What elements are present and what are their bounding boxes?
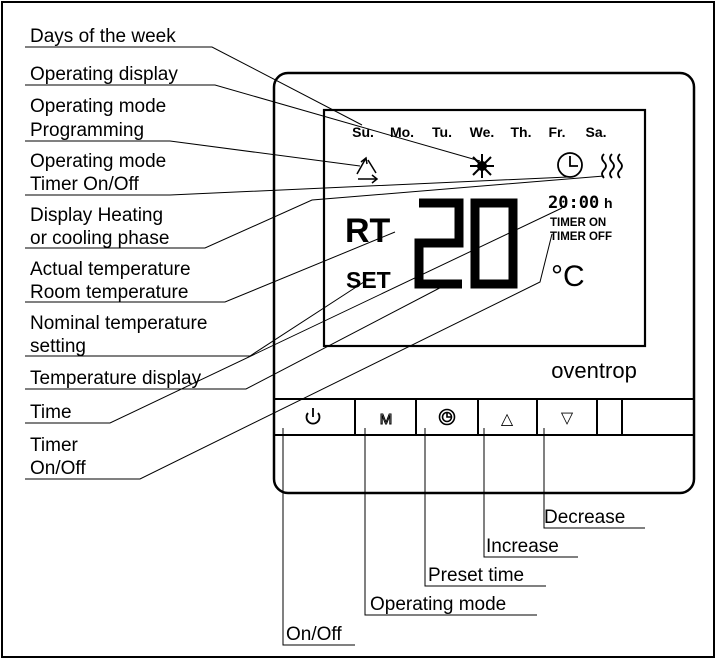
unit-celsius: °C	[551, 260, 585, 293]
callout-programming: Programming	[30, 120, 144, 141]
callout-days-of-week: Days of the week	[30, 26, 176, 47]
rt-indicator: RT	[345, 212, 391, 250]
bottom-leader-lines	[282, 428, 645, 646]
digit-two	[414, 198, 464, 289]
callout-timer: Timer	[30, 435, 79, 456]
callout-nominal-temperature: Nominal temperature	[30, 313, 207, 334]
callout-operating-mode-button: Operating mode	[370, 594, 506, 615]
heating-icon	[601, 153, 623, 179]
left-leader-lines	[25, 46, 605, 480]
sun-icon	[470, 154, 494, 178]
increase-button[interactable]: △	[501, 409, 514, 428]
day-label: Su.	[352, 124, 374, 140]
callout-on-off: On/Off	[30, 458, 86, 479]
up-triangle-icon: △	[501, 409, 514, 428]
digit-zero	[470, 198, 518, 289]
callout-operating-display: Operating display	[30, 64, 178, 85]
timer-clock-icon	[557, 152, 583, 178]
lcd-screen	[322, 108, 647, 348]
day-label: We.	[470, 124, 495, 140]
programming-icon	[356, 156, 379, 184]
day-label: Mo.	[390, 124, 414, 140]
clock-icon	[438, 408, 456, 426]
callout-timer-on-off: Timer On/Off	[30, 174, 139, 195]
bottom-callouts: Decrease Increase Preset time Operating …	[286, 507, 625, 645]
down-triangle-icon: ▽	[561, 408, 574, 427]
preset-time-button[interactable]	[438, 408, 456, 426]
left-callouts: Days of the week Operating display Opera…	[30, 26, 207, 479]
callout-preset-time: Preset time	[428, 565, 524, 586]
time-suffix: h	[604, 195, 613, 211]
timer-off-indicator: TIMER OFF	[550, 231, 612, 243]
power-icon	[305, 412, 321, 425]
callout-time: Time	[30, 402, 72, 423]
callout-display-heating: Display Heating	[30, 205, 163, 226]
temperature-digits	[414, 198, 518, 289]
callout-on-off-button: On/Off	[286, 624, 342, 645]
timer-on-indicator: TIMER ON	[550, 217, 606, 229]
mode-button[interactable]: M	[379, 411, 393, 429]
day-label: Tu.	[432, 124, 452, 140]
callout-setting: setting	[30, 336, 86, 357]
day-label: Fr.	[548, 124, 565, 140]
days-of-week: Su. Mo. Tu. We. Th. Fr. Sa.	[352, 124, 606, 140]
callout-temperature-display: Temperature display	[30, 368, 202, 389]
callout-increase: Increase	[486, 536, 559, 557]
decrease-button[interactable]: ▽	[561, 408, 574, 427]
time-display: 20:00	[548, 193, 599, 213]
mode-button-label: M	[380, 411, 393, 428]
callout-decrease: Decrease	[544, 507, 625, 528]
callout-room-temperature: Room temperature	[30, 282, 188, 303]
callout-operating-mode: Operating mode	[30, 96, 166, 117]
button-dividers	[354, 399, 623, 435]
callout-cooling-phase: or cooling phase	[30, 228, 169, 249]
brand-logo: oventrop	[551, 358, 637, 383]
power-button[interactable]	[305, 408, 321, 425]
callout-operating-mode-2: Operating mode	[30, 151, 166, 172]
day-label: Sa.	[585, 124, 606, 140]
day-label: Th.	[511, 124, 532, 140]
callout-actual-temperature: Actual temperature	[30, 259, 191, 280]
